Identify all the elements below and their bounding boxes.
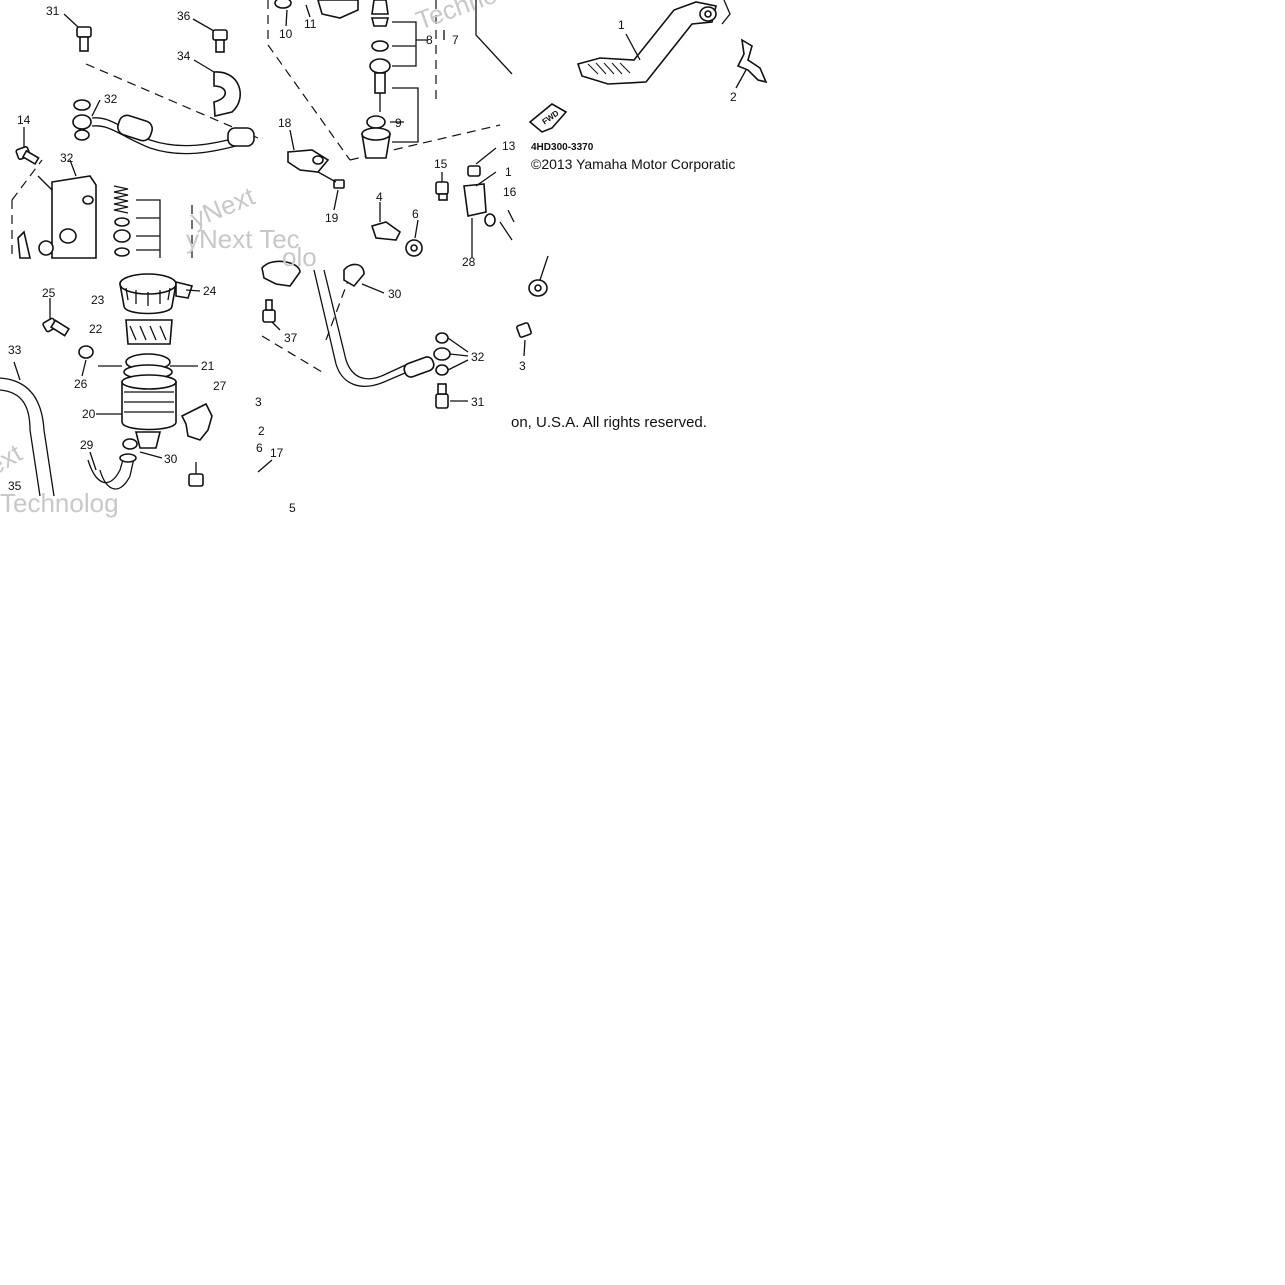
tile-reservoir: 25 23 24 22 33 26 21 27 20 30 29 35 ext … [0,273,227,518]
tile-copyright: 3 on, U.S.A. All rights reserved. [511,255,707,431]
callout-label: 32 [104,92,118,106]
callout-label: 13 [502,139,516,153]
callout-label: 34 [177,49,191,63]
tile-brake-pedal: FWD 4HD300-3370 ©2013 Yamaha Motor Corpo… [528,0,768,172]
callout-label: 21 [201,359,215,373]
callout-label: 5 [289,501,296,515]
callout-label: 6 [256,441,263,455]
callout-label: 29 [80,438,94,452]
callout-label: 10 [279,27,293,41]
watermark-text: olo [282,242,317,272]
callout-label: 16 [503,185,517,199]
callout-label: 6 [412,207,419,221]
watermark-text: Techno [412,0,501,36]
watermark-text: ext [0,437,28,481]
callout-label: 8 [426,33,433,47]
callout-label: 28 [462,255,476,269]
callout-label: 30 [388,287,402,301]
callout-label: 1 [618,18,625,32]
watermark-text: Technolog [0,488,119,518]
copyright-line-2: on, U.S.A. All rights reserved. [511,414,707,431]
callout-label: 20 [82,407,96,421]
callout-label: 2 [730,90,737,104]
callout-label: 14 [17,113,31,127]
callout-label: 11 [304,17,317,31]
callout-label: 35 [8,479,22,493]
callout-label: 24 [203,284,217,298]
callout-label: 19 [325,211,339,225]
callout-label: 25 [42,286,56,300]
fwd-direction-marker: FWD [528,103,568,133]
callout-label: 32 [471,350,485,364]
callout-label: 3 [255,395,262,409]
callout-label: 2 [258,424,265,438]
watermark-text: yNext Tec [186,224,300,254]
callout-label: 1 [505,165,512,179]
callout-label: 26 [74,377,88,391]
callout-label: 31 [46,4,60,18]
callout-label: 36 [177,9,191,23]
tile-piston-kit: 10 11 8 7 9 18 19 13 15 4 6 16 1 28 Tech… [267,0,517,269]
tile-brake-hose: 30 37 32 31 3 2 6 17 5 olo [255,242,485,515]
callout-label: 22 [89,322,103,336]
callout-label: 32 [60,151,74,165]
tile-master-cylinder: 31 36 34 32 14 32 yNext Tec yNext [11,4,300,259]
part-code: 4HD300-3370 [531,142,594,153]
callout-label: 27 [213,379,227,393]
callout-label: 37 [284,331,298,345]
callout-label: 3 [519,359,526,373]
callout-label: 23 [91,293,105,307]
callout-label: 17 [270,446,284,460]
callout-label: 30 [164,452,178,466]
callout-label: 18 [278,116,292,130]
callout-label: 33 [8,343,22,357]
callout-label: 7 [452,33,459,47]
callout-label: 4 [376,190,383,204]
callout-label: 15 [434,157,448,171]
callout-label: 31 [471,395,485,409]
copyright-line-1: ©2013 Yamaha Motor Corporatic [531,156,735,172]
bolt-part [76,26,92,52]
callout-label: 9 [395,116,402,130]
